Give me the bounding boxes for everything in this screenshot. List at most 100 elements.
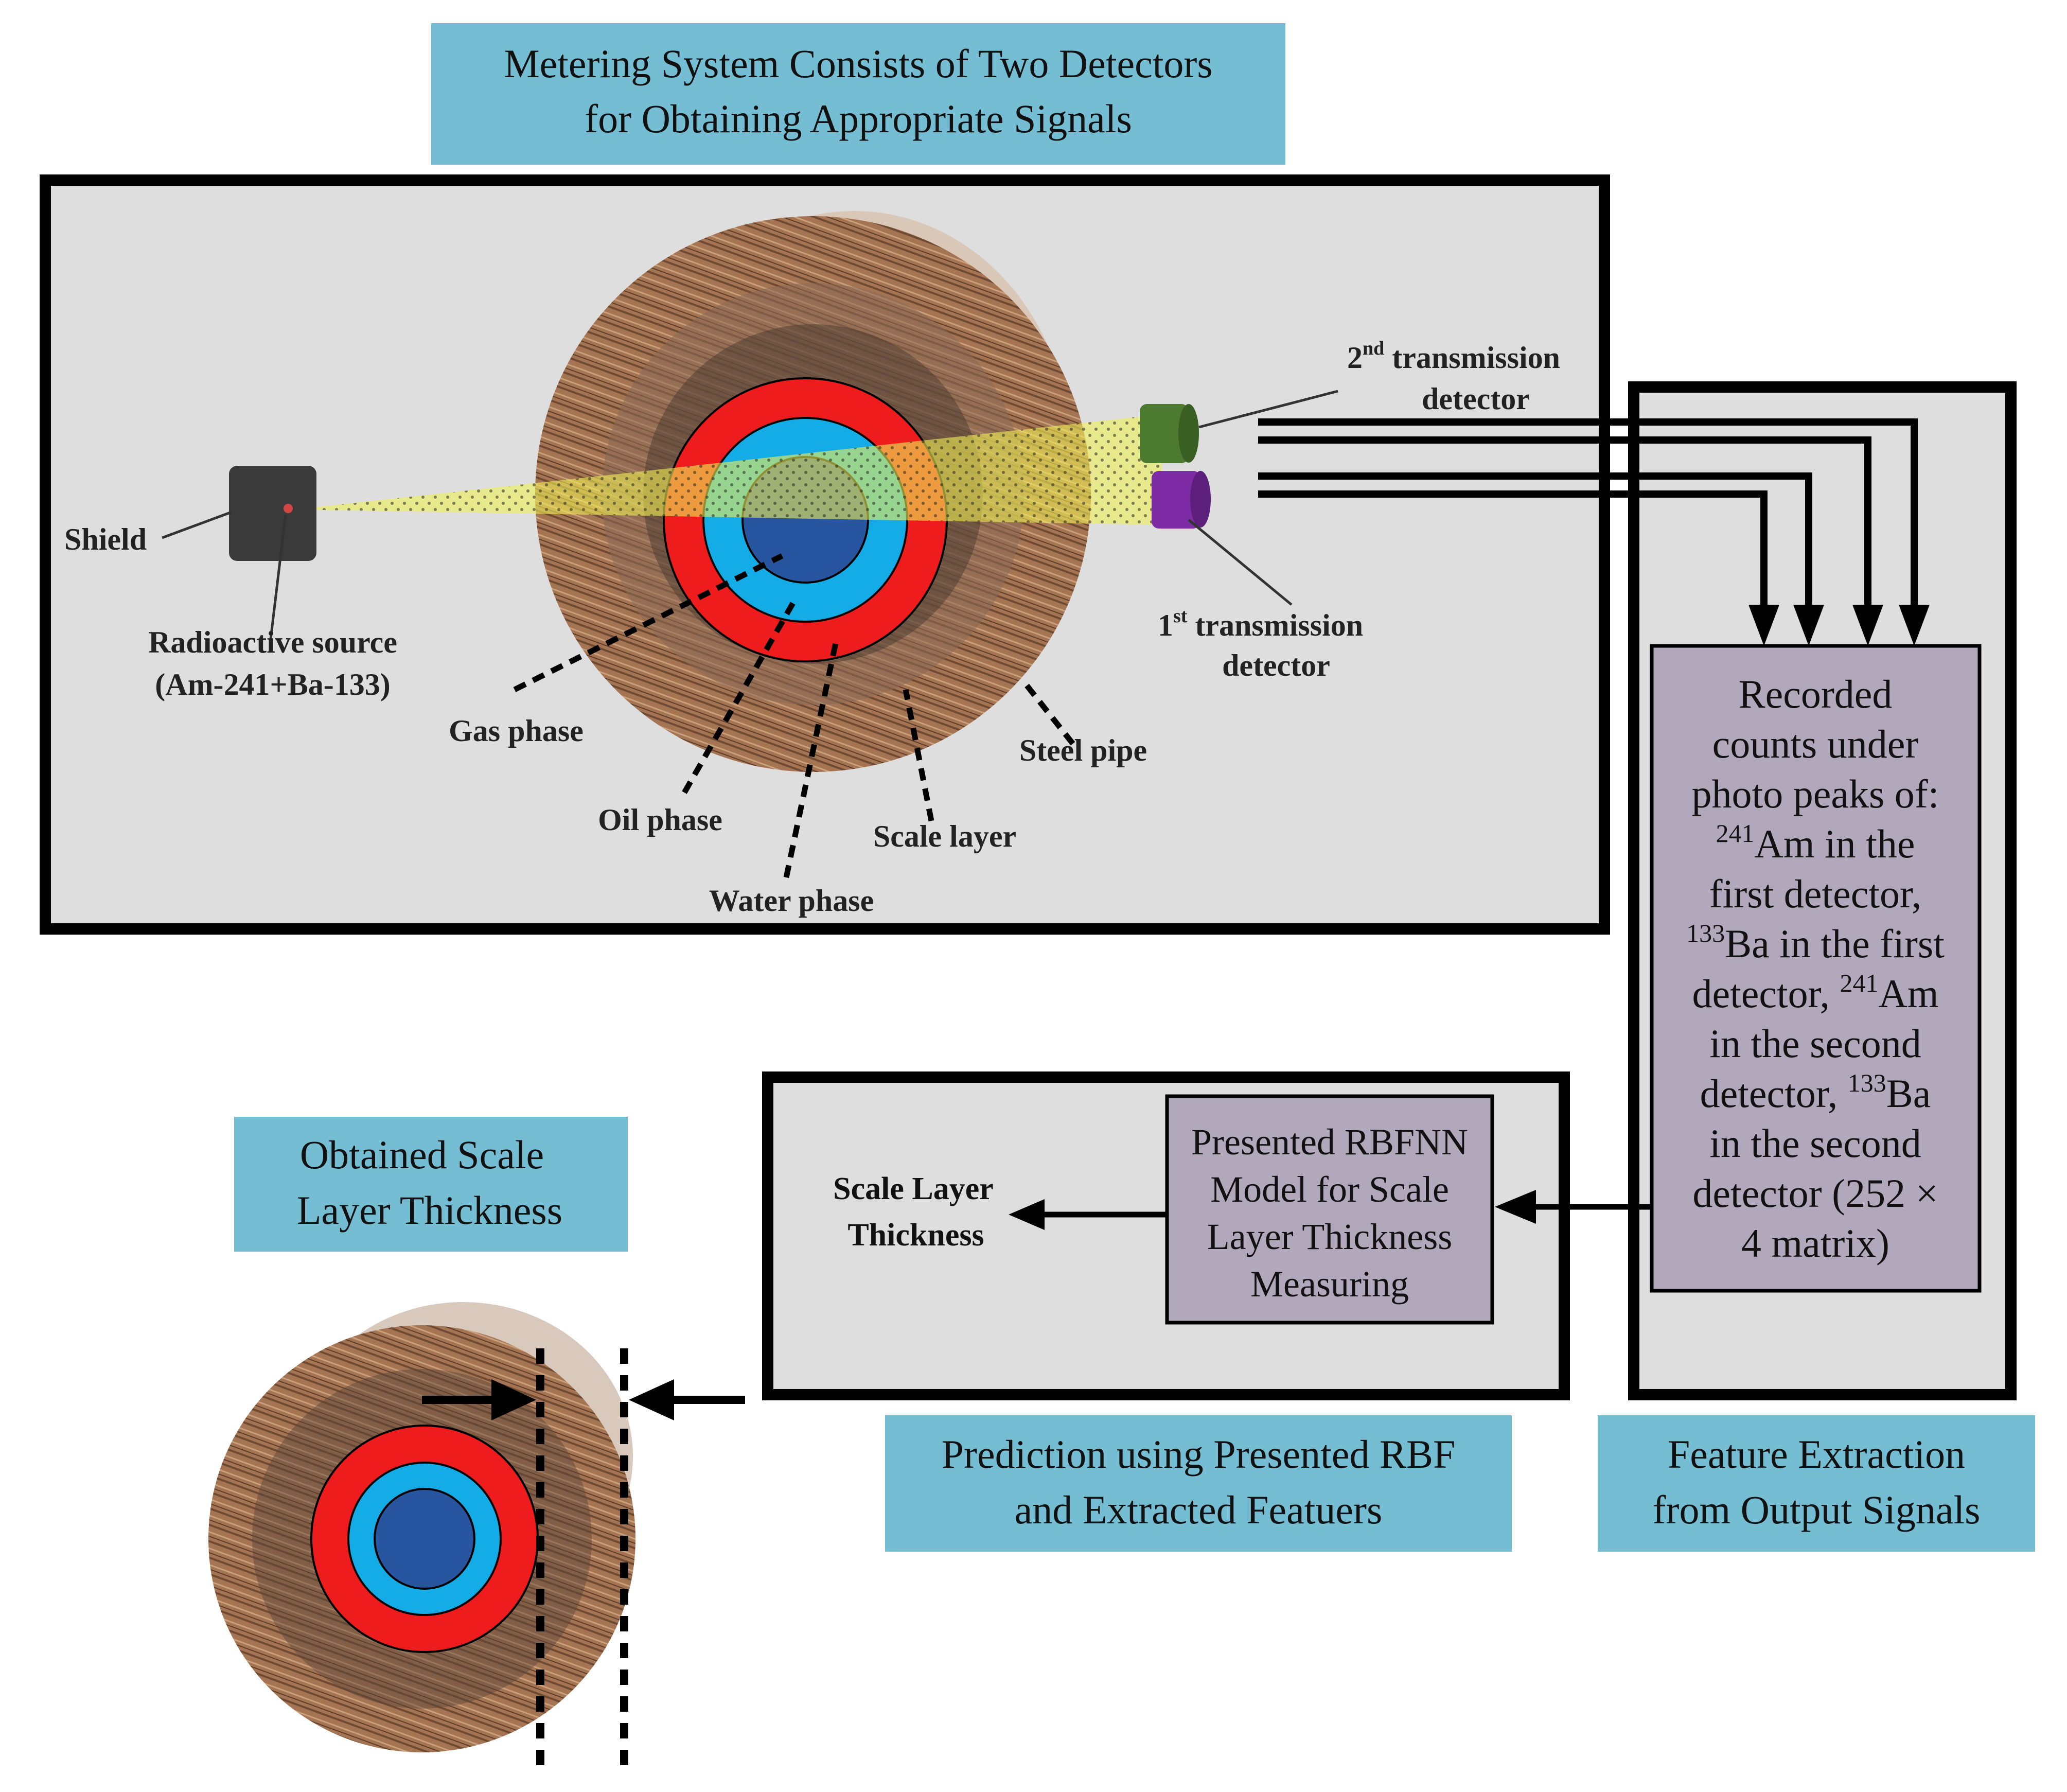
caption-metering-line1: Metering System Consists of Two Detector…	[504, 41, 1213, 86]
rbfnn-to-output-arrowhead	[1009, 1199, 1045, 1230]
recorded-line-9: detector, 133Ba	[1700, 1068, 1931, 1116]
first-detector-face	[1190, 471, 1211, 528]
second-detector-body	[1140, 404, 1189, 463]
first-detector	[1152, 471, 1211, 529]
radioactive-source-dot	[284, 504, 293, 513]
gamma-beam	[294, 414, 1162, 525]
recorded-line-11: detector (252 ×	[1692, 1171, 1938, 1216]
rbfnn-line-1: Presented RBFNN	[1191, 1121, 1468, 1163]
label-source-line1: Radioactive source	[148, 625, 397, 659]
metering-panel: Shield Radioactive source (Am-241+Ba-133…	[40, 174, 1610, 935]
label-gas-phase: Gas phase	[449, 714, 584, 748]
det1-leader	[1188, 519, 1293, 606]
metering-labels: Shield Radioactive source (Am-241+Ba-133…	[64, 338, 1560, 918]
rbfnn-line-2: Model for Scale	[1210, 1169, 1449, 1210]
recorded-line-4: 241Am in the	[1716, 819, 1915, 866]
recorded-line-8: in the second	[1709, 1021, 1921, 1066]
recorded-line-7b: Am	[1879, 971, 1939, 1016]
rbfnn-line-3: Layer Thickness	[1207, 1216, 1453, 1257]
left-thickness-arrowhead	[491, 1379, 536, 1420]
caption-obtained-bg	[234, 1117, 628, 1252]
recorded-counts-box	[1650, 644, 1982, 1293]
det1-number: 1	[1158, 608, 1173, 642]
det2-superscript: nd	[1363, 338, 1384, 359]
caption-obtained-line2: Layer Thickness	[297, 1188, 562, 1233]
result-pipe-illustration	[144, 1302, 695, 1765]
output-line-2: Thickness	[847, 1218, 984, 1253]
shield-leader	[162, 511, 232, 539]
signal-line-4	[1258, 490, 1768, 612]
caption-feature-bg	[1598, 1415, 2035, 1552]
recorded-line-6: 133Ba in the first	[1686, 919, 1945, 966]
label-second-detector-line1: 2nd transmission	[1347, 338, 1560, 375]
det2-rest: transmission	[1384, 341, 1560, 375]
oil-phase-leader	[682, 598, 798, 794]
sup-133-a: 133	[1686, 919, 1725, 947]
recorded-line-2: counts under	[1712, 722, 1919, 766]
recorded-line-7a: detector,	[1692, 971, 1840, 1016]
recorded-line-1: Recorded	[1739, 672, 1893, 716]
caption-feature: Feature Extraction from Output Signals	[1598, 1415, 2035, 1552]
signal-arrowhead-2	[1852, 605, 1883, 646]
caption-prediction-line2: and Extracted Featuers	[1015, 1487, 1383, 1532]
caption-feature-line1: Feature Extraction	[1668, 1432, 1965, 1477]
leader-lines	[162, 390, 1338, 644]
recorded-line-10: in the second	[1709, 1121, 1921, 1166]
label-first-detector-line2: detector	[1222, 648, 1330, 682]
scale-thickness-output: Scale Layer Thickness	[833, 1171, 994, 1253]
label-steel-pipe: Steel pipe	[1019, 733, 1147, 767]
label-oil-phase: Oil phase	[598, 803, 722, 837]
signal-line-1	[1258, 418, 1918, 612]
signal-arrowhead-1	[1899, 605, 1930, 646]
caption-metering-system: Metering System Consists of Two Detector…	[431, 23, 1285, 165]
label-water-phase: Water phase	[709, 884, 874, 918]
shield-source	[229, 466, 316, 561]
rbfnn-line-4: Measuring	[1250, 1263, 1409, 1305]
caption-prediction-bg	[885, 1415, 1512, 1552]
rbfnn-model-text: Presented RBFNN Model for Scale Layer Th…	[1191, 1121, 1468, 1305]
caption-prediction-line1: Prediction using Presented RBF	[942, 1432, 1456, 1477]
label-shield: Shield	[64, 522, 147, 556]
label-source-line2: (Am-241+Ba-133)	[155, 667, 390, 701]
prediction-panel: Presented RBFNN Model for Scale Layer Th…	[762, 1071, 1570, 1400]
right-thickness-arrowhead	[629, 1379, 674, 1420]
det1-rest: transmission	[1187, 608, 1363, 642]
det2-leader	[1198, 390, 1338, 429]
signal-arrowhead-4	[1748, 605, 1779, 646]
beam-dots	[294, 414, 1162, 525]
result-gas-core	[374, 1488, 475, 1590]
thickness-markers	[536, 1348, 628, 1770]
recorded-line-5: first detector,	[1709, 871, 1922, 916]
scale-layer-leader	[903, 689, 934, 822]
sup-241-b: 241	[1840, 969, 1879, 997]
caption-obtained: Obtained Scale Layer Thickness	[234, 1117, 628, 1252]
caption-obtained-line1: Obtained Scale	[300, 1132, 544, 1177]
shield-block	[229, 466, 316, 561]
recorded-line-3: photo peaks of:	[1692, 771, 1939, 816]
sup-133-b: 133	[1848, 1068, 1886, 1097]
signal-line-2	[1258, 436, 1871, 612]
signal-lines	[1258, 418, 1918, 612]
caption-feature-line2: from Output Signals	[1653, 1487, 1981, 1532]
first-detector-body	[1152, 471, 1200, 529]
recorded-line-7: detector, 241Am	[1692, 969, 1938, 1016]
recorded-line-9a: detector,	[1700, 1071, 1848, 1116]
output-line-1: Scale Layer	[833, 1171, 994, 1206]
dashed-leaders	[513, 553, 1075, 879]
second-detector-face	[1178, 404, 1199, 463]
thickness-arrows	[422, 1379, 745, 1420]
label-second-detector-line2: detector	[1422, 382, 1530, 416]
det1-superscript: st	[1173, 605, 1188, 627]
rbfnn-model-box	[1165, 1094, 1494, 1325]
source-leader	[269, 514, 287, 644]
counts-to-rbfnn-arrowhead	[1495, 1190, 1536, 1224]
label-first-detector-line1: 1st transmission	[1158, 605, 1363, 642]
recorded-counts-text: Recorded counts under photo peaks of: 24…	[1686, 672, 1945, 1266]
label-scale-layer: Scale layer	[873, 819, 1016, 853]
steel-pipe-leader	[1021, 680, 1075, 746]
caption-metering-bg	[431, 23, 1285, 165]
recorded-line-12: 4 matrix)	[1741, 1221, 1889, 1266]
signal-arrowheads	[1748, 605, 1930, 646]
recorded-line-6-text: Ba in the first	[1725, 921, 1945, 966]
